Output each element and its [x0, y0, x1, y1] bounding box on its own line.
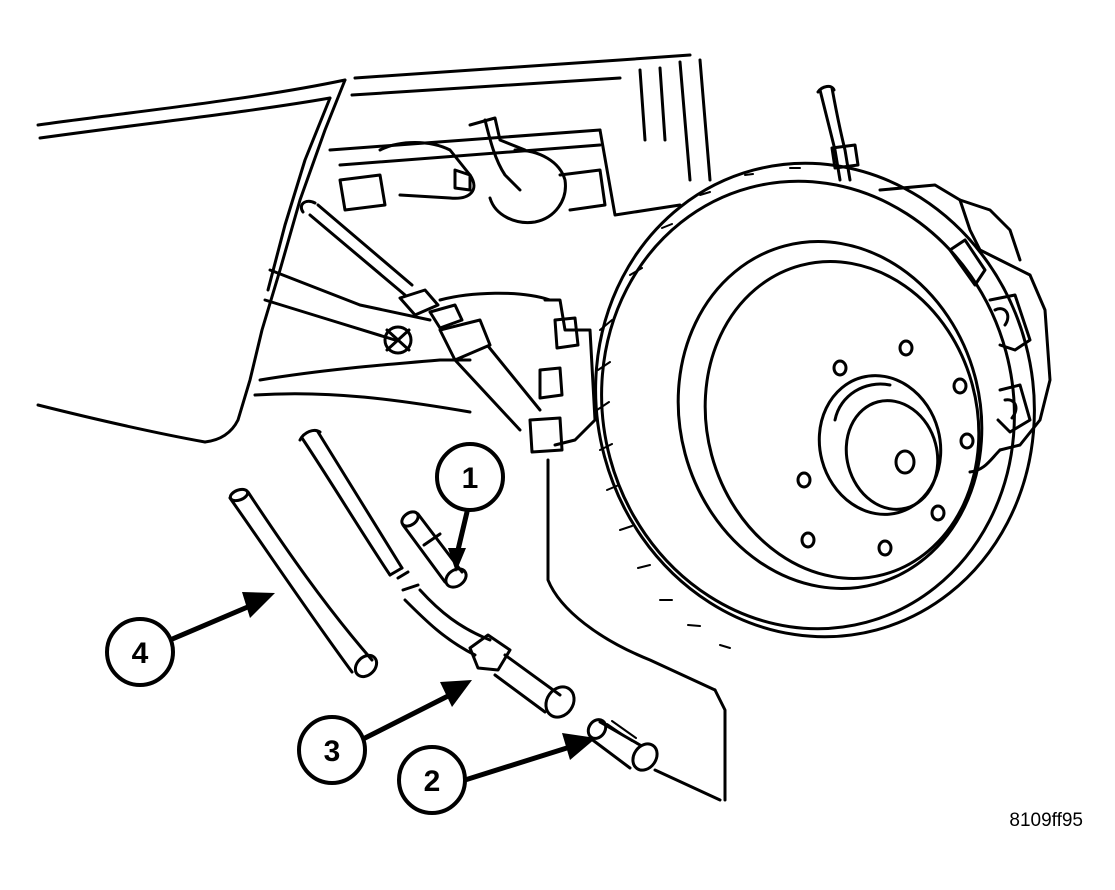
upper-control-arm: [338, 116, 607, 225]
callout-1: 1: [435, 442, 505, 512]
arrow-4: [167, 603, 253, 643]
callout-3: 3: [297, 715, 367, 785]
arrow-1: [455, 509, 470, 553]
rotor-hub: [796, 339, 975, 557]
arrow-2: [462, 744, 573, 783]
callout-4: 4: [105, 617, 175, 687]
arrow-4-head: [242, 592, 275, 618]
callout-2-label: 2: [424, 765, 441, 798]
hose-with-fitting-part: [298, 428, 576, 719]
callout-4-label: 4: [132, 637, 149, 670]
brake-line: [816, 84, 860, 182]
frame-structure: [328, 53, 712, 217]
arrow-2-head: [562, 733, 596, 760]
brake-rotor: [594, 161, 1036, 649]
callout-1-label: 1: [462, 462, 479, 495]
hose-part: [228, 487, 379, 679]
leader-arrows: [167, 509, 596, 783]
callout-3-label: 3: [324, 735, 341, 768]
figure-reference-code: 8109ff95: [1009, 810, 1083, 831]
arrow-3: [362, 692, 453, 741]
fender-panel: [36, 78, 347, 444]
brake-caliper: [878, 183, 1052, 474]
lower-control-arm: [253, 268, 552, 414]
arrow-3-head: [440, 680, 472, 707]
tie-rod-assembly: [299, 199, 542, 432]
steering-knuckle: [528, 298, 727, 802]
arrow-1-head: [448, 548, 466, 572]
sleeve-part: [586, 718, 659, 772]
callout-2: 2: [397, 745, 467, 815]
